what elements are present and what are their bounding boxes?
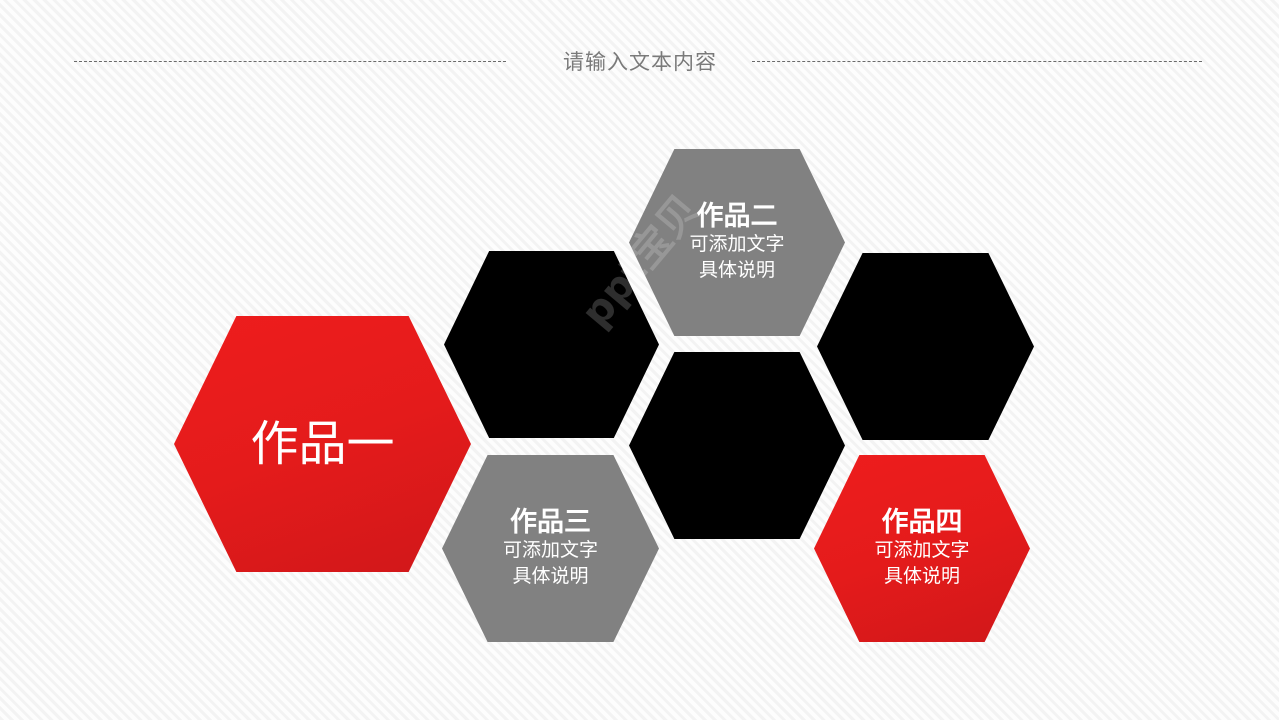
work-1-title: 作品一 [250, 416, 395, 472]
right-dashed-divider [752, 61, 1202, 62]
work-2-title: 作品二 [696, 201, 778, 233]
work-2-desc-line1: 可添加文字 [689, 233, 785, 256]
hexagon-black-2 [817, 253, 1034, 440]
hexagon-work-1: 作品一 [174, 316, 471, 572]
work-3-desc-line2: 具体说明 [512, 565, 589, 588]
work-2-desc-line2: 具体说明 [698, 259, 775, 282]
hexagon-black-3 [629, 352, 845, 539]
work-3-desc-line1: 可添加文字 [502, 539, 598, 562]
work-3-title: 作品三 [510, 507, 591, 539]
hexagon-work-2: 作品二 可添加文字 具体说明 [629, 149, 845, 336]
hexagon-work-4: 作品四 可添加文字 具体说明 [814, 455, 1030, 642]
hexagon-work-3: 作品三 可添加文字 具体说明 [442, 455, 659, 642]
left-dashed-divider [74, 61, 506, 62]
work-4-desc-line1: 可添加文字 [874, 539, 970, 562]
work-4-title: 作品四 [881, 507, 963, 539]
work-4-desc-line2: 具体说明 [883, 565, 960, 588]
page-title: 请输入文本内容 [563, 50, 717, 74]
hexagon-black-1 [444, 251, 659, 438]
